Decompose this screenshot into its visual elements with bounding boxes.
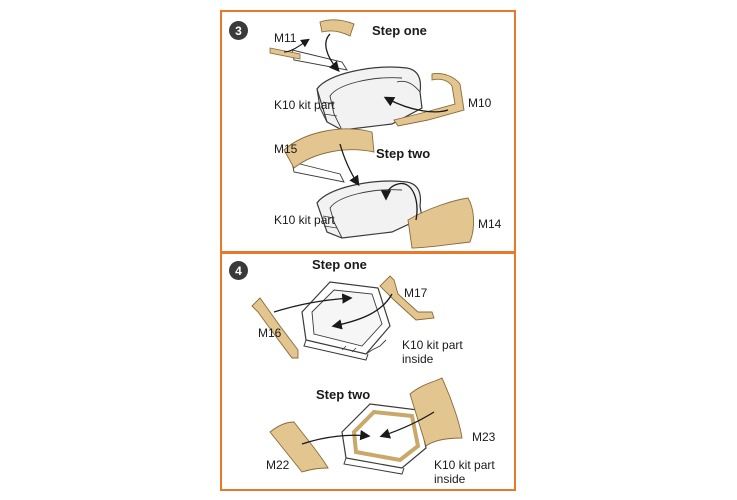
arrow-m17-to-kit — [331, 293, 393, 330]
step-3-panel: 3 Step one Step two M11 M10 K10 kit part… — [220, 10, 516, 253]
arrow-m22-to-kit — [301, 429, 371, 445]
arrow-m15-to-kit — [339, 143, 360, 187]
arrow-m16-to-kit — [273, 293, 353, 313]
label-kit-part-b-line2: inside — [434, 472, 466, 486]
label-kit-part-b-line1: K10 kit part — [434, 458, 495, 472]
step-3-illustration — [269, 19, 475, 249]
part-m17 — [379, 275, 435, 321]
part-m10 — [393, 73, 465, 127]
part-m11-strip — [269, 47, 301, 60]
part-m22 — [269, 421, 329, 473]
label-m11: M11 — [274, 31, 297, 45]
arrow-m23-to-kit — [379, 411, 435, 439]
label-m17: M17 — [404, 286, 428, 300]
step-number-badge: 3 — [229, 21, 248, 40]
label-m15: M15 — [274, 142, 298, 156]
arrow-m11-strip — [283, 38, 310, 53]
arrow-m11-to-kit — [325, 33, 340, 72]
label-kit-part-a-line1: K10 kit part — [402, 338, 463, 352]
k10-kit-part-step-two — [341, 403, 427, 475]
part-m15 — [283, 128, 375, 169]
label-m16: M16 — [258, 326, 282, 340]
label-kit-part-a: K10 kit part — [274, 98, 335, 112]
part-m16 — [251, 297, 299, 359]
part-m14 — [407, 197, 475, 249]
label-m10: M10 — [468, 96, 492, 110]
step-two-heading: Step two — [316, 387, 371, 402]
label-kit-part-b: K10 kit part — [274, 213, 335, 227]
label-m14: M14 — [478, 217, 502, 231]
label-m23: M23 — [472, 430, 496, 444]
step-4-panel: 4 Step one Step two M17 M16 K10 kit part… — [220, 252, 516, 491]
arrow-m10-to-kit — [383, 96, 449, 113]
part-m11 — [319, 19, 355, 37]
step-two-heading: Step two — [376, 146, 431, 161]
k10-kit-part-step-two — [291, 161, 423, 239]
step-number-badge: 4 — [229, 261, 248, 280]
step-4-illustration — [251, 275, 463, 475]
label-m22: M22 — [266, 458, 290, 472]
part-m23 — [409, 377, 463, 447]
k10-kit-part-step-one — [301, 281, 391, 361]
step-one-heading: Step one — [372, 23, 427, 38]
label-kit-part-a-line2: inside — [402, 352, 434, 366]
step-one-heading: Step one — [312, 257, 367, 272]
arrow-m14-to-kit — [380, 182, 418, 221]
